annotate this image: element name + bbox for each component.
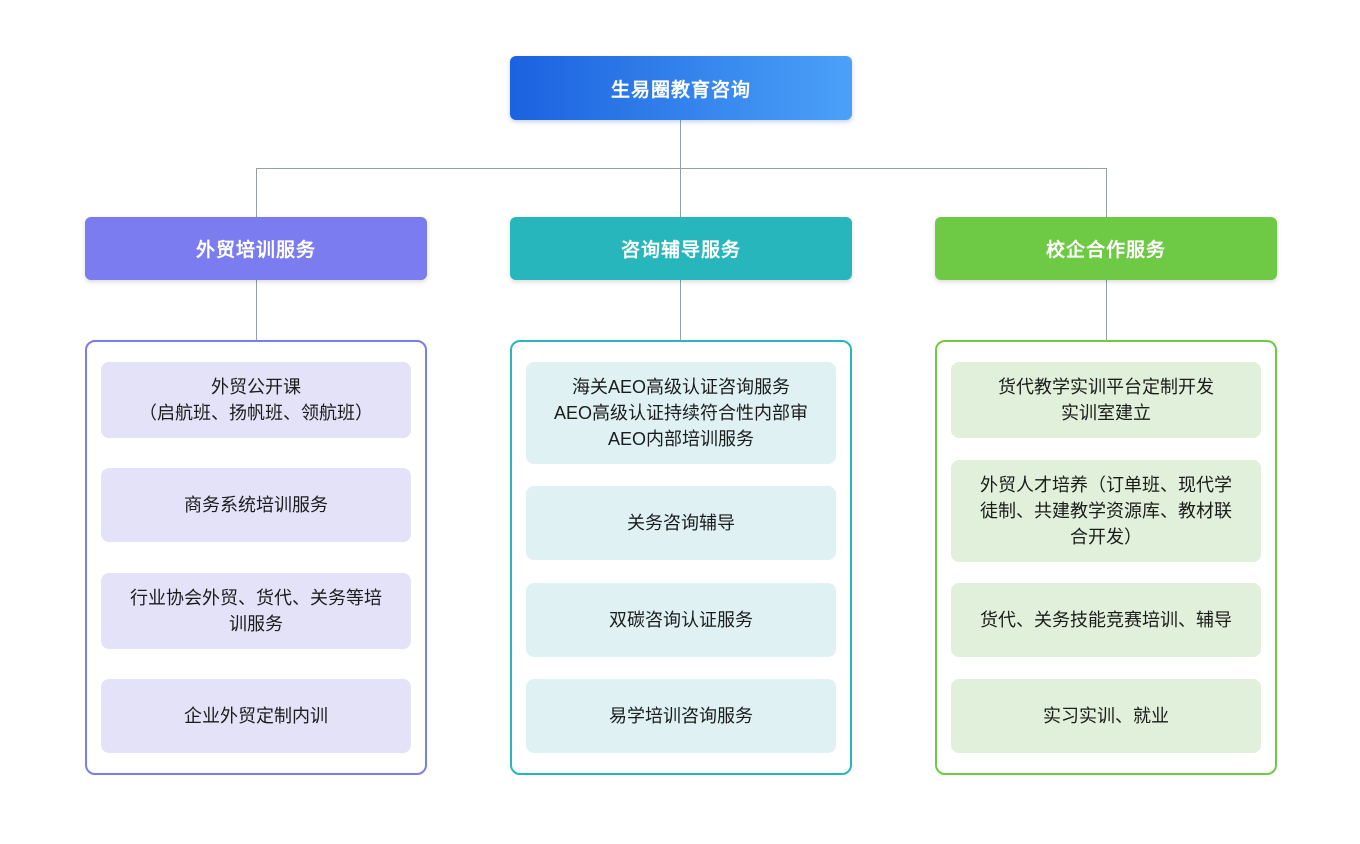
root-node-education-consulting: 生易圈教育咨询: [510, 56, 852, 120]
branch-header-foreign-trade-training: 外贸培训服务: [85, 217, 427, 280]
branch-group-school-enterprise: 货代教学实训平台定制开发 实训室建立 外贸人才培养（订单班、现代学徒制、共建教学…: [935, 340, 1277, 775]
leaf-node: 外贸公开课 （启航班、扬帆班、领航班）: [101, 362, 411, 438]
leaf-node: 商务系统培训服务: [101, 468, 411, 543]
leaf-node: 企业外贸定制内训: [101, 678, 411, 753]
leaf-node: 外贸人才培养（订单班、现代学徒制、共建教学资源库、教材联合开发）: [951, 459, 1261, 562]
root-node-label: 生易圈教育咨询: [610, 79, 751, 101]
branch-group-foreign-trade-training: 外贸公开课 （启航班、扬帆班、领航班） 商务系统培训服务 行业协会外贸、货代、关…: [85, 340, 427, 775]
leaf-node: 货代、关务技能竞赛培训、辅导: [951, 583, 1261, 658]
branch-header-label: 外贸培训服务: [195, 240, 316, 261]
leaf-node: 易学培训咨询服务: [526, 678, 836, 753]
leaf-node: 双碳咨询认证服务: [526, 582, 836, 657]
leaf-node: 行业协会外贸、货代、关务等培训服务: [101, 572, 411, 649]
leaf-node: 货代教学实训平台定制开发 实训室建立: [951, 362, 1261, 438]
connector-drop-right: [1106, 168, 1107, 218]
branch-group-consulting-coaching: 海关AEO高级认证咨询服务 AEO高级认证持续符合性内部审 AEO内部培训服务 …: [510, 340, 852, 775]
leaf-node: 海关AEO高级认证咨询服务 AEO高级认证持续符合性内部审 AEO内部培训服务: [526, 362, 836, 464]
connector-group-left: [256, 280, 257, 340]
connector-group-center: [680, 280, 681, 340]
connector-drop-left: [256, 168, 257, 218]
connector-drop-center: [680, 168, 681, 218]
branch-header-label: 咨询辅导服务: [620, 240, 741, 261]
branch-header-school-enterprise: 校企合作服务: [935, 217, 1277, 280]
connector-horizontal-bar: [256, 168, 1106, 169]
leaf-node: 实习实训、就业: [951, 678, 1261, 753]
connector-group-right: [1106, 280, 1107, 340]
branch-header-label: 校企合作服务: [1045, 240, 1166, 261]
branch-header-consulting-coaching: 咨询辅导服务: [510, 217, 852, 280]
leaf-node: 关务咨询辅导: [526, 486, 836, 561]
connector-root-stem: [680, 120, 681, 168]
